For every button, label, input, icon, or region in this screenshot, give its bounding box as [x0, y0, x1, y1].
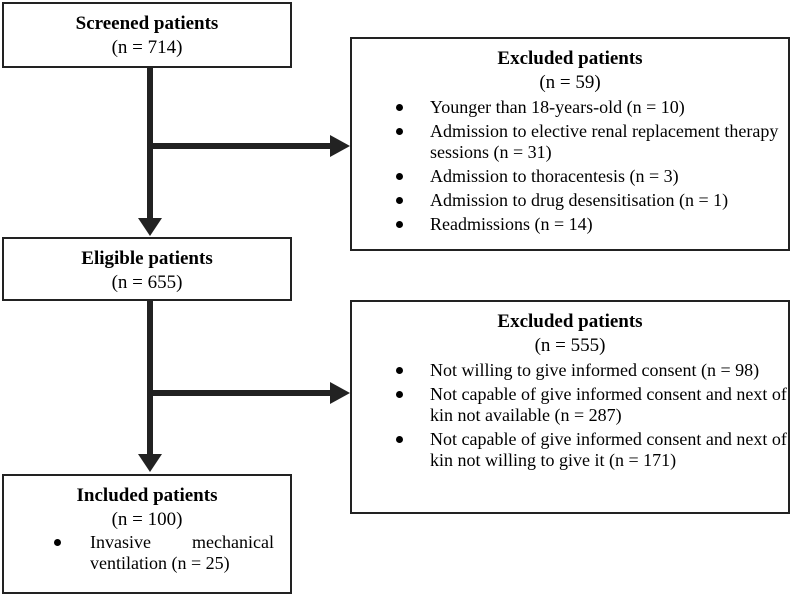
- included-patients-box: Included patients (n = 100) Invasive mec…: [2, 474, 292, 594]
- arrowhead-down-1: [138, 218, 162, 236]
- excluded-1-item: Admission to elective renal replacement …: [352, 121, 788, 163]
- included-count: (n = 100): [111, 509, 183, 530]
- excluded-2-title: Excluded patients: [497, 311, 643, 332]
- bullet-icon: [396, 128, 403, 135]
- included-list: Invasive mechanical ventilation (n = 25): [4, 532, 290, 574]
- bullet-icon: [396, 436, 403, 443]
- screened-count: (n = 714): [111, 37, 183, 58]
- excluded-patients-box-1: Excluded patients (n = 59) Younger than …: [350, 37, 790, 251]
- bullet-icon: [54, 539, 61, 546]
- bullet-icon: [396, 221, 403, 228]
- excluded-1-item: Younger than 18-years-old (n = 10): [352, 97, 788, 118]
- excluded-2-count: (n = 555): [534, 335, 606, 356]
- eligible-patients-box: Eligible patients (n = 655): [2, 237, 292, 301]
- excluded-1-item: Readmissions (n = 14): [352, 214, 788, 235]
- excluded-2-list: Not willing to give informed consent (n …: [352, 360, 788, 471]
- screened-title: Screened patients: [75, 13, 219, 34]
- excluded-1-count: (n = 59): [539, 72, 601, 93]
- screened-patients-box: Screened patients (n = 714): [2, 2, 292, 68]
- bullet-icon: [396, 104, 403, 111]
- included-item: Invasive mechanical ventilation (n = 25): [4, 532, 290, 574]
- excluded-1-title: Excluded patients: [497, 48, 643, 69]
- eligible-title: Eligible patients: [81, 248, 213, 269]
- bullet-icon: [396, 391, 403, 398]
- arrowhead-right-1: [330, 135, 350, 157]
- excluded-1-item: Admission to drug desensitisation (n = 1…: [352, 190, 788, 211]
- excluded-patients-box-2: Excluded patients (n = 555) Not willing …: [350, 300, 790, 514]
- excluded-2-item: Not capable of give informed consent and…: [352, 429, 788, 471]
- excluded-2-item: Not capable of give informed consent and…: [352, 384, 788, 426]
- bullet-icon: [396, 367, 403, 374]
- bullet-icon: [396, 173, 403, 180]
- bullet-icon: [396, 197, 403, 204]
- included-title: Included patients: [76, 485, 218, 506]
- arrowhead-down-2: [138, 454, 162, 472]
- excluded-2-item: Not willing to give informed consent (n …: [352, 360, 788, 381]
- arrowhead-right-2: [330, 382, 350, 404]
- eligible-count: (n = 655): [111, 272, 183, 293]
- excluded-1-list: Younger than 18-years-old (n = 10) Admis…: [352, 97, 788, 235]
- excluded-1-item: Admission to thoracentesis (n = 3): [352, 166, 788, 187]
